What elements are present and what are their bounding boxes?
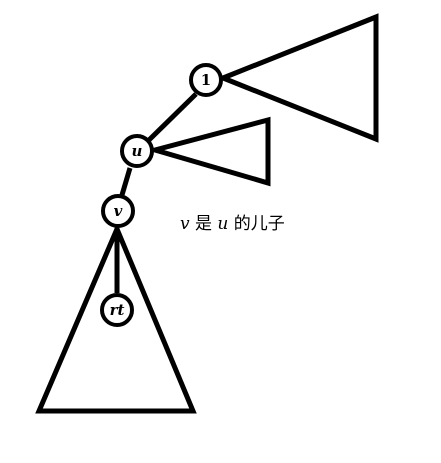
caption-var-u: u [217, 214, 229, 234]
node-u: u [120, 134, 154, 168]
subtree-triangle-root [216, 13, 379, 143]
subtree-triangle-v [35, 222, 197, 414]
node-rt: rt [100, 293, 134, 327]
node-v: v [101, 194, 135, 228]
edge-root-u [147, 92, 198, 142]
subtree-triangle-u [145, 116, 271, 187]
caption-var-v: v [180, 214, 190, 234]
node-rt-label: rt [110, 301, 125, 319]
edge-u-v [119, 167, 133, 196]
caption: v 是 u 的儿子 [180, 209, 285, 234]
node-u-label: u [132, 142, 143, 160]
caption-text-is: 是 [195, 214, 213, 234]
node-root-label: 1 [201, 71, 211, 89]
caption-text-rest: 的儿子 [233, 214, 285, 234]
node-v-label: v [114, 202, 123, 220]
node-root: 1 [189, 63, 223, 97]
